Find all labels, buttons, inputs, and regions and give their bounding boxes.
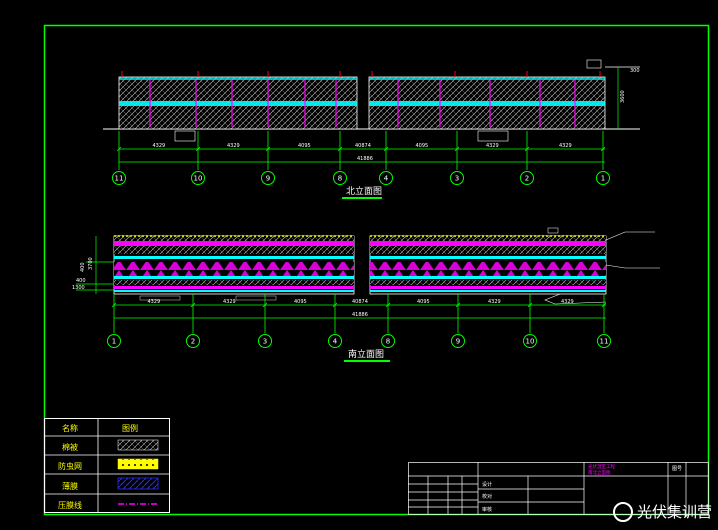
- south-axis-label: 11: [600, 338, 609, 346]
- north-mid-dim: 40874: [355, 143, 371, 149]
- south-axis-bubble: [597, 334, 611, 348]
- title-cell-number: 图号: [672, 466, 682, 472]
- south-segment-dim: 4329: [561, 299, 574, 305]
- south-axis-label: 10: [526, 338, 535, 346]
- north-segment-dim: 4329: [153, 143, 166, 149]
- title-note-2: 南北立面图: [588, 469, 611, 476]
- north-axis-bubble: [333, 171, 347, 185]
- south-axis-bubble: [107, 334, 121, 348]
- south-segment-dim: 4095: [417, 299, 430, 305]
- watermark: 光伏集训营: [612, 501, 712, 522]
- north-right-dim-1: 300: [630, 68, 640, 74]
- north-axis-label: 10: [194, 175, 203, 183]
- north-dim-tick: [265, 146, 271, 152]
- north-elevation-title: 北立面图: [346, 185, 382, 197]
- title-cell-design: 设计: [482, 481, 492, 488]
- south-axis-bubble: [451, 334, 465, 348]
- north-segment-dim: 4329: [559, 143, 572, 149]
- north-axis-bubble: [191, 171, 205, 185]
- north-segment-dim: 4329: [486, 143, 499, 149]
- title-note-1: 光伏温室工程: [588, 463, 615, 470]
- legend-swatch-quilt: [117, 439, 159, 451]
- north-axis-bubble: [596, 171, 610, 185]
- watermark-text: 光伏集训营: [636, 503, 712, 521]
- north-axis-label: 8: [338, 175, 342, 183]
- legend-swatch-insect-net: [117, 458, 159, 470]
- north-segment-dim: 4329: [227, 143, 240, 149]
- south-axis-bubble: [523, 334, 537, 348]
- south-left-dim-2: 3700: [88, 257, 94, 270]
- south-total-dim: 41886: [352, 312, 368, 318]
- south-axis-label: 9: [456, 338, 460, 346]
- legend-row-1-name: 棉被: [62, 442, 78, 452]
- south-mid-dim: 40874: [352, 299, 368, 305]
- north-dim-tick: [195, 146, 201, 152]
- south-axis-bubble: [381, 334, 395, 348]
- title-cell-review: 审核: [482, 506, 492, 513]
- legend-row-4-name: 压膜线: [58, 500, 82, 510]
- north-dim-tick: [337, 146, 343, 152]
- title-cell-check: 校对: [482, 493, 492, 500]
- south-dim-tick: [262, 302, 268, 308]
- north-axis-bubble: [112, 171, 126, 185]
- south-dim-tick: [601, 302, 607, 308]
- north-axis-label: 2: [525, 175, 529, 183]
- legend-header-name: 名称: [62, 423, 78, 433]
- south-segment-dim: 4095: [294, 299, 307, 305]
- north-dim-tick: [524, 146, 530, 152]
- title-block: [408, 462, 709, 515]
- legend-header-symbol: 图例: [122, 423, 138, 433]
- north-axis-label: 9: [266, 175, 270, 183]
- north-segment-dim: 4095: [416, 143, 429, 149]
- north-dim-tick: [383, 146, 389, 152]
- north-axis-label: 4: [384, 175, 389, 183]
- south-dim-tick: [385, 302, 391, 308]
- south-dim-tick: [111, 302, 117, 308]
- south-dim-tick: [527, 302, 533, 308]
- legend-table: 名称 图例 棉被 防虫网 薄膜 压膜线: [44, 418, 170, 513]
- north-dim-tick: [116, 146, 122, 152]
- north-dim-tick: [454, 146, 460, 152]
- south-segment-dim: 4329: [488, 299, 501, 305]
- north-axis-bubble: [379, 171, 393, 185]
- south-elevation-title: 南立面图: [348, 348, 384, 360]
- south-axis-label: 1: [112, 338, 116, 346]
- south-left-dim-4: 1300: [72, 285, 85, 291]
- south-segment-dim: 4329: [223, 299, 236, 305]
- drawing-frame: [43, 24, 710, 516]
- legend-row-3-name: 薄膜: [62, 481, 78, 491]
- south-axis-label: 2: [191, 338, 195, 346]
- north-right-dim-2: 3600: [620, 90, 626, 103]
- north-dim-tick: [600, 146, 606, 152]
- south-left-dim-3: 400: [76, 278, 86, 284]
- north-axis-label: 3: [455, 175, 459, 183]
- south-axis-label: 8: [386, 338, 390, 346]
- south-axis-bubble: [258, 334, 272, 348]
- south-segment-dim: 4329: [148, 299, 161, 305]
- south-axis-label: 3: [263, 338, 267, 346]
- south-dim-tick: [455, 302, 461, 308]
- south-axis-label: 4: [333, 338, 338, 346]
- south-left-dim-1: 400: [80, 262, 86, 272]
- south-dim-tick: [190, 302, 196, 308]
- south-axis-bubble: [186, 334, 200, 348]
- north-axis-label: 11: [115, 175, 124, 183]
- north-axis-bubble: [450, 171, 464, 185]
- south-dim-tick: [332, 302, 338, 308]
- north-axis-bubble: [520, 171, 534, 185]
- legend-row-2-name: 防虫网: [58, 461, 82, 471]
- north-segment-dim: 4095: [298, 143, 311, 149]
- legend-swatch-film: [117, 477, 159, 490]
- north-total-dim: 41886: [357, 156, 373, 162]
- wechat-logo-icon: [612, 501, 633, 522]
- north-axis-label: 1: [601, 175, 605, 183]
- south-axis-bubble: [328, 334, 342, 348]
- north-axis-bubble: [261, 171, 275, 185]
